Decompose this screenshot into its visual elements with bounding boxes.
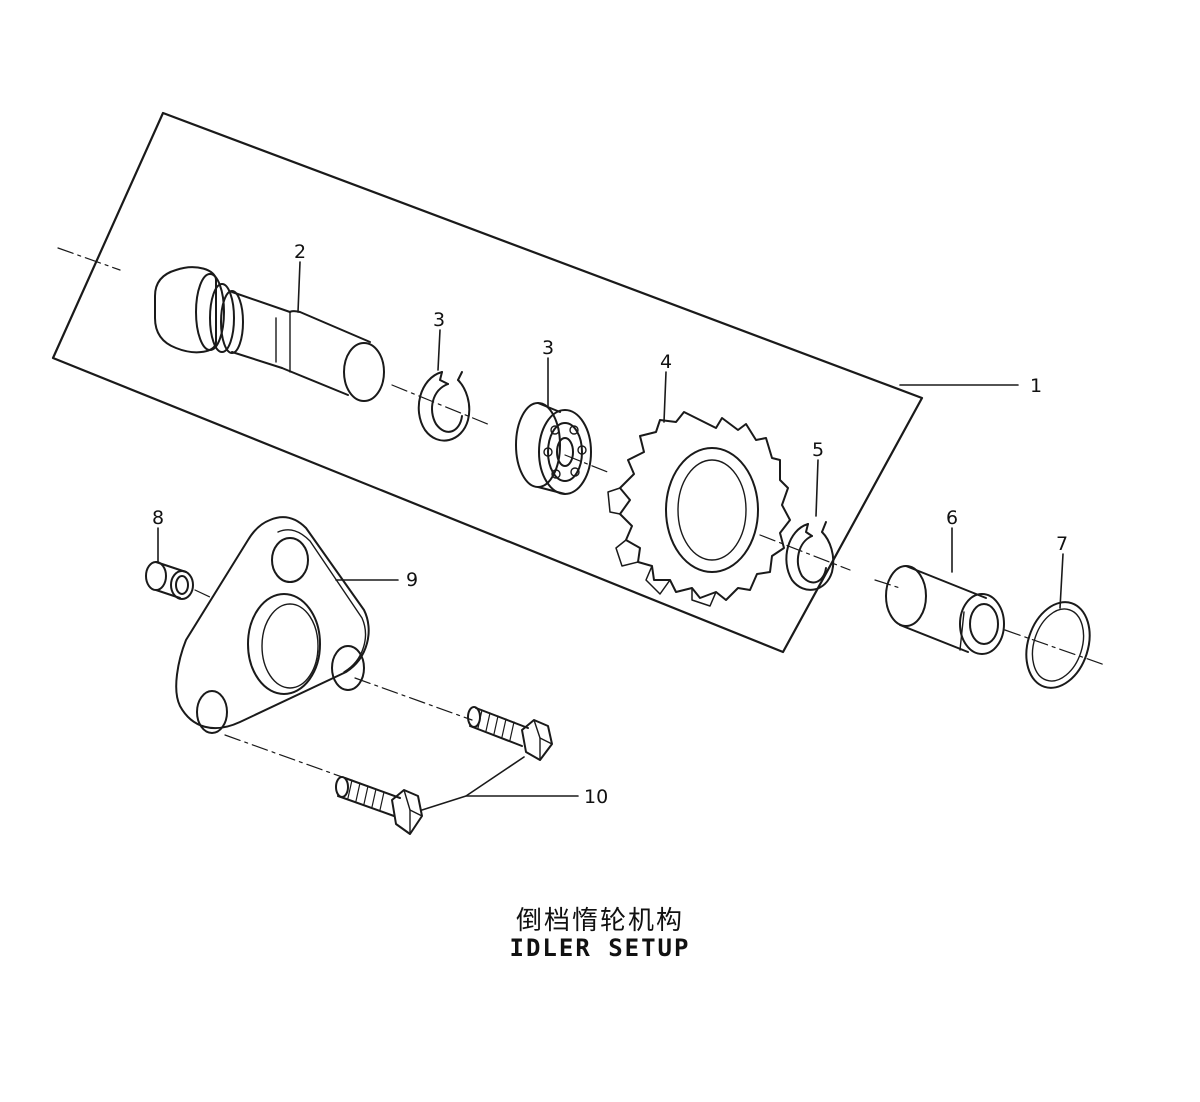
diagram-title-chinese: 倒档惰轮机构 bbox=[515, 906, 684, 936]
assembly-frame bbox=[51, 111, 924, 654]
hex-bolt-lower bbox=[335, 776, 423, 835]
callout-3-left: 3 bbox=[433, 309, 445, 331]
callout-labels: 1 2 3 3 4 5 6 7 8 9 10 bbox=[152, 241, 1068, 808]
callout-9: 9 bbox=[406, 569, 418, 591]
dowel-sleeve bbox=[145, 561, 194, 600]
callout-3-right: 5 bbox=[812, 439, 824, 461]
callout-7: 7 bbox=[1056, 533, 1068, 555]
ball-bearing bbox=[515, 402, 592, 495]
idler-shaft bbox=[154, 266, 385, 402]
snap-ring-left bbox=[417, 371, 471, 442]
callout-2: 2 bbox=[294, 241, 306, 263]
idler-gear bbox=[607, 411, 791, 607]
diagram-title-english: IDLER SETUP bbox=[509, 934, 691, 962]
bushing-sleeve bbox=[885, 565, 1005, 655]
leader-lines bbox=[157, 261, 1064, 811]
callout-4: 3 bbox=[542, 337, 554, 359]
hex-bolt-upper bbox=[467, 706, 553, 761]
thrust-washer bbox=[1025, 601, 1091, 689]
callout-10: 10 bbox=[584, 786, 608, 808]
callout-6: 6 bbox=[946, 507, 958, 529]
triangular-plate bbox=[175, 516, 370, 734]
callout-8: 8 bbox=[152, 507, 164, 529]
snap-ring-right bbox=[785, 521, 835, 591]
callout-1: 1 bbox=[1030, 375, 1042, 397]
callout-5: 4 bbox=[660, 351, 672, 373]
